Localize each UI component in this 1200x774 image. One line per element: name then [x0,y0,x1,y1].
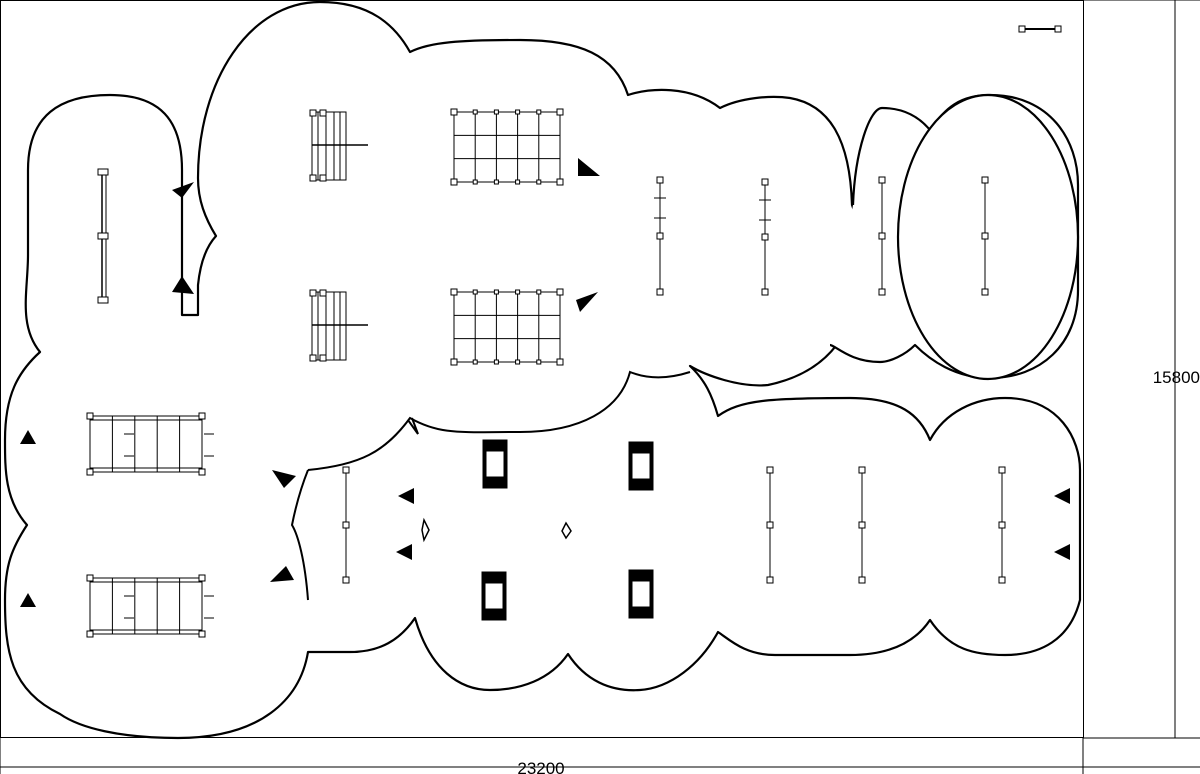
post [342,576,350,584]
post [656,232,664,240]
post-bar-group [342,176,1006,584]
direction-arrow [20,430,36,444]
post [86,630,94,638]
zone-divider-center [307,370,691,471]
post [515,179,521,185]
post [858,466,866,474]
post [761,288,769,296]
direction-arrow [270,566,294,582]
post [493,109,499,115]
post [761,233,769,241]
double-bar-unit-top [309,109,368,182]
post [198,468,206,476]
post [472,359,478,365]
post [515,289,521,295]
dimension-height: 15800 [1083,0,1200,739]
post-bar-left [97,168,109,304]
post [450,178,458,186]
post [998,521,1006,529]
post [493,289,499,295]
post [86,574,94,582]
post [472,109,478,115]
post [998,466,1006,474]
post [536,109,542,115]
zone-divider-notch [407,417,419,435]
post [858,576,866,584]
dimension-width: 23200 [0,738,1200,774]
post [450,108,458,116]
direction-arrow [1054,488,1070,504]
direction-arrow [272,470,296,488]
bench-beam-top-right [1018,25,1062,33]
direction-arrow [398,488,414,504]
post [515,359,521,365]
marker-diamond-left [421,517,430,543]
post [878,232,886,240]
zone-divider-left [290,469,309,601]
post [556,288,564,296]
post [515,109,521,115]
site-boundary [0,0,1084,738]
post [472,179,478,185]
marker-diamond-center [561,521,572,540]
post [761,178,769,186]
post [656,176,664,184]
post [556,108,564,116]
safety-zones [3,0,1082,740]
direction-arrow [578,158,600,176]
post [766,521,774,529]
direction-arrow [396,544,412,560]
post [981,288,989,296]
post [86,412,94,420]
post [536,289,542,295]
post [198,630,206,638]
climbing-net-top [450,108,564,186]
monkey-bars-upper [86,412,214,476]
direction-arrow [172,276,194,294]
post [878,288,886,296]
post [981,232,989,240]
post [342,466,350,474]
monkey-bars-lower [86,574,214,638]
post [656,288,664,296]
post [342,521,350,529]
post [858,521,866,529]
safety-zone-left-top [3,0,1082,740]
double-bar-unit-bottom [309,289,368,362]
direction-arrow [576,292,598,312]
dimension-height-label: 15800 [1153,368,1200,387]
climbing-net-bottom [450,288,564,366]
direction-arrow [1054,544,1070,560]
post [766,576,774,584]
post [766,466,774,474]
post [472,289,478,295]
direction-arrow [20,593,36,607]
direction-arrow [172,182,194,198]
post [450,358,458,366]
post [86,468,94,476]
post [450,288,458,296]
post [198,412,206,420]
post [493,359,499,365]
stepping-pad-group [481,439,654,621]
post [981,176,989,184]
post [556,178,564,186]
direction-markers [20,158,1070,607]
post [556,358,564,366]
post [536,179,542,185]
dimension-width-label: 23200 [517,759,564,774]
post [878,176,886,184]
post [536,359,542,365]
post [493,179,499,185]
post [198,574,206,582]
post [998,576,1006,584]
